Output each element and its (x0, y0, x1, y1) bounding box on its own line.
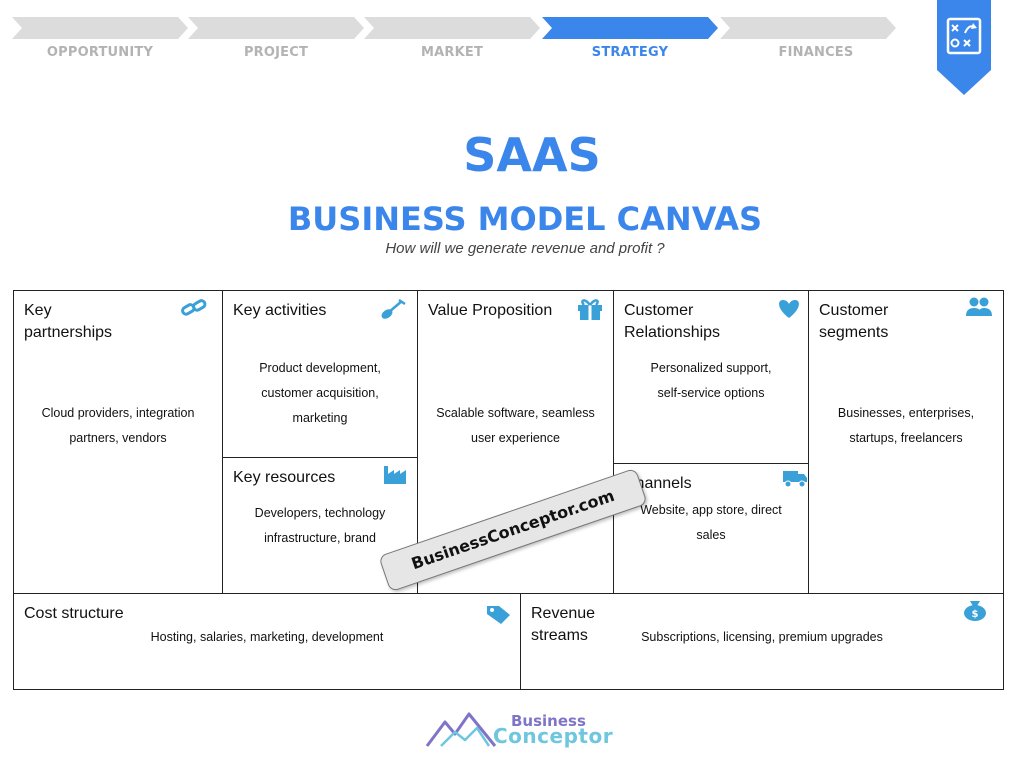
step-arrow-shape (12, 17, 188, 39)
step-arrow-shape (364, 17, 540, 39)
shovel-icon (379, 297, 407, 321)
factory-icon (383, 462, 411, 486)
mountain-logo-icon (425, 712, 497, 747)
truck-icon (782, 466, 810, 490)
revenue-streams-body: Subscriptions, licensing, premium upgrad… (641, 630, 883, 644)
users-icon (965, 295, 993, 319)
customer-relationships-box[interactable]: Customer Relationships Personalized supp… (613, 290, 809, 464)
logo-text-conceptor: Conceptor (493, 724, 614, 748)
key-activities-box[interactable]: Key activities Product development, cust… (222, 290, 418, 458)
channels-body: Website, app store, direct sales (640, 503, 782, 542)
gift-icon (576, 297, 604, 321)
channels-box[interactable]: Channels Website, app store, direct sale… (613, 463, 809, 594)
key-resources-title: Key resources (233, 469, 336, 486)
step-arrow-shape (188, 17, 364, 39)
key-partnerships-title: Key partnerships (24, 302, 113, 341)
step-label: PROJECT (243, 45, 309, 60)
step-strategy[interactable]: STRATEGY (542, 17, 720, 63)
value-proposition-title: Value Proposition (428, 302, 553, 319)
step-label: MARKET (420, 45, 484, 60)
key-resources-body: Developers, technology infrastructure, b… (254, 506, 386, 545)
step-finances[interactable]: FINANCES (720, 17, 898, 63)
heart-icon (777, 297, 805, 321)
key-activities-body: Product development, customer acquisitio… (259, 361, 381, 425)
strategy-board-icon (937, 0, 991, 95)
value-proposition-body: Scalable software, seamless user experie… (436, 406, 595, 445)
key-activities-title: Key activities (233, 302, 327, 319)
cost-structure-box[interactable]: Cost structure Hosting, salaries, market… (13, 593, 521, 690)
customer-segments-title: Customer segments (819, 302, 889, 341)
page-question: How will we generate revenue and profit … (385, 240, 665, 257)
step-arrow-shape (720, 17, 896, 39)
cost-structure-title: Cost structure (24, 605, 124, 622)
link-icon (180, 297, 208, 321)
customer-segments-box[interactable]: Customer segments Businesses, enterprise… (808, 290, 1004, 594)
progress-steps: OPPORTUNITY PROJECT MARKET STRATEGY FINA… (12, 17, 902, 63)
customer-segments-body: Businesses, enterprises, startups, freel… (837, 406, 975, 445)
customer-relationships-title: Customer Relationships (624, 302, 721, 341)
step-opportunity[interactable]: OPPORTUNITY (12, 17, 190, 63)
step-label: STRATEGY (591, 45, 669, 60)
tag-icon (484, 602, 512, 626)
business-model-canvas: Key partnerships Cloud providers, integr… (13, 290, 1004, 690)
step-label: OPPORTUNITY (46, 45, 154, 60)
strategy-badge (937, 0, 991, 96)
step-arrow-shape (542, 17, 718, 39)
key-partnerships-box[interactable]: Key partnerships Cloud providers, integr… (13, 290, 223, 594)
page-title: SAAS (463, 128, 601, 182)
step-label: FINANCES (778, 45, 854, 60)
svg-text:$: $ (972, 609, 979, 620)
page-subtitle: BUSINESS MODEL CANVAS (287, 200, 763, 238)
key-partnerships-body: Cloud providers, integration partners, v… (41, 406, 195, 445)
step-market[interactable]: MARKET (364, 17, 542, 63)
business-conceptor-logo: Business Conceptor (425, 708, 613, 748)
money-bag-icon: $ (961, 598, 989, 622)
logo-text-business: Business (511, 712, 586, 730)
revenue-streams-box[interactable]: Revenue streams $ Subscriptions, licensi… (520, 593, 1004, 690)
customer-relationships-body: Personalized support, self-service optio… (650, 361, 772, 400)
cost-structure-body: Hosting, salaries, marketing, developmen… (150, 630, 384, 644)
revenue-streams-title: Revenue streams (531, 605, 596, 644)
step-project[interactable]: PROJECT (188, 17, 366, 63)
